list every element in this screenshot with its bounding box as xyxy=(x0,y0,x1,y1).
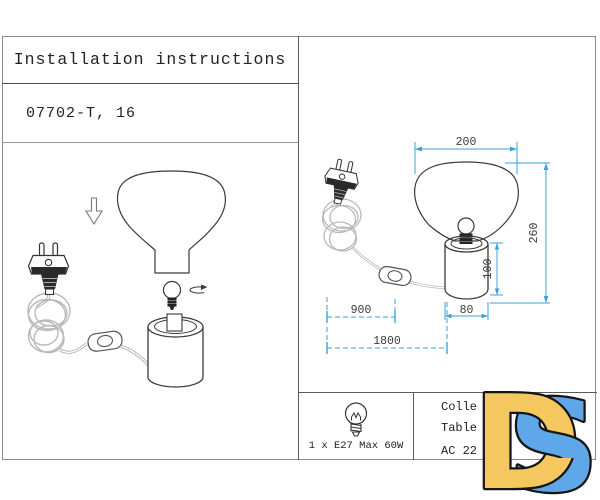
sheet-border xyxy=(2,36,596,460)
product-info-cell: Colle Table AC 22 xyxy=(414,392,597,460)
dimension-arrows xyxy=(415,146,549,319)
dimension-80 xyxy=(444,302,489,320)
euro-plug-icon xyxy=(319,156,363,208)
dim-label-total-height: 260 xyxy=(528,223,541,244)
dimension-200 xyxy=(414,142,518,174)
rotate-arrow-icon xyxy=(189,284,208,294)
dimension-260 xyxy=(490,162,550,304)
lamp-base xyxy=(444,235,489,300)
info-cell-divider xyxy=(413,392,414,460)
bulb-spec-cell: 1 x E27 Max 60W xyxy=(299,392,413,460)
lamp-shade xyxy=(116,170,226,274)
bulb-icon xyxy=(344,401,368,437)
logo-letter-s-overlap: S xyxy=(508,382,599,498)
page-title: Installation instructions xyxy=(13,50,287,69)
euro-plug-icon xyxy=(27,242,70,296)
panel-divider xyxy=(298,36,299,460)
cord-coil xyxy=(321,198,362,252)
cord-coil xyxy=(27,292,71,354)
title-cell: Installation instructions xyxy=(2,36,298,84)
logo-letter-d: D xyxy=(473,382,581,498)
lamp-base xyxy=(147,313,204,388)
dim-label-base-height: 100 xyxy=(482,259,495,280)
dim-label-cord-total: 1800 xyxy=(373,335,401,348)
model-number: 07702-T, 16 xyxy=(26,105,137,122)
dim-label-base-width: 80 xyxy=(460,304,474,317)
info-line-1: Colle xyxy=(441,400,478,414)
dimension-100 xyxy=(490,242,503,296)
inline-switch-icon xyxy=(378,265,412,287)
dimension-1800 xyxy=(326,302,448,354)
info-line-2: Table xyxy=(441,421,478,435)
inline-switch-icon xyxy=(87,330,123,352)
dimension-drawing: 200 260 100 80 900 1800 xyxy=(319,136,550,354)
power-cord xyxy=(27,292,154,370)
bulb-spec-text: 1 x E27 Max 60W xyxy=(308,439,404,452)
dim-label-cord-to-switch: 900 xyxy=(351,304,372,317)
logo-letter-s: S xyxy=(508,382,599,498)
dimension-900 xyxy=(326,297,396,323)
info-row-border xyxy=(299,392,597,393)
info-line-3: AC 22 xyxy=(441,444,478,458)
assembly-diagram xyxy=(27,170,226,388)
model-cell: 07702-T, 16 xyxy=(2,85,298,143)
down-arrow-icon xyxy=(85,197,103,226)
light-bulb-icon xyxy=(457,217,475,247)
dim-label-shade-width: 200 xyxy=(456,136,477,149)
socket-insert xyxy=(166,313,183,332)
ds-logo: S D S xyxy=(472,382,600,498)
light-bulb-icon xyxy=(162,280,182,310)
